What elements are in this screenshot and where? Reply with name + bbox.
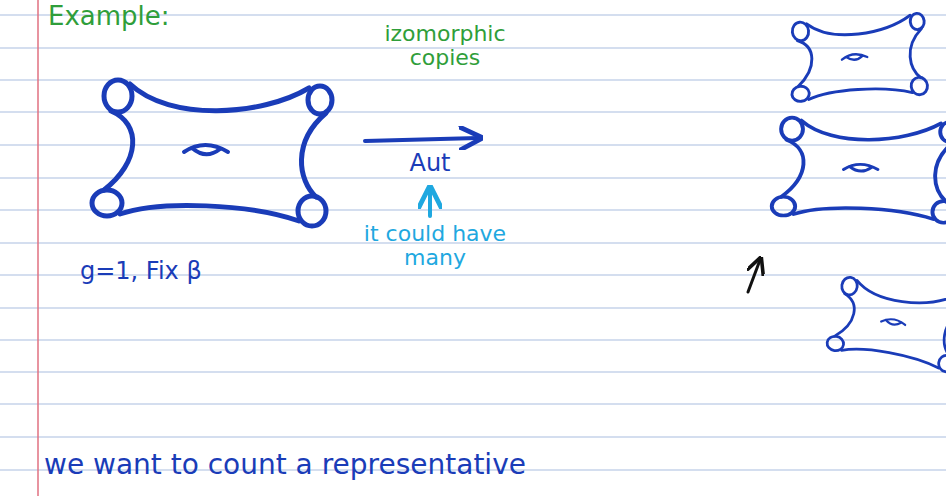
pointer-arrow xyxy=(428,190,432,216)
margin-line xyxy=(37,0,39,496)
annotation: it could have many xyxy=(360,222,510,270)
ruled-lines xyxy=(0,15,946,470)
annotation: izomorphic copies xyxy=(370,22,520,70)
heading: Example: xyxy=(48,2,248,31)
parameter-note: g=1, Fix β xyxy=(80,258,300,284)
group-label: Aut xyxy=(400,150,460,176)
surface-copy xyxy=(772,118,946,223)
surface-copy xyxy=(784,9,931,108)
note-text: we want to count a representative xyxy=(44,450,684,481)
pointer-arrow xyxy=(748,260,760,292)
map-arrow xyxy=(365,138,478,141)
surface-original xyxy=(92,80,332,226)
surface-copy xyxy=(825,275,946,373)
